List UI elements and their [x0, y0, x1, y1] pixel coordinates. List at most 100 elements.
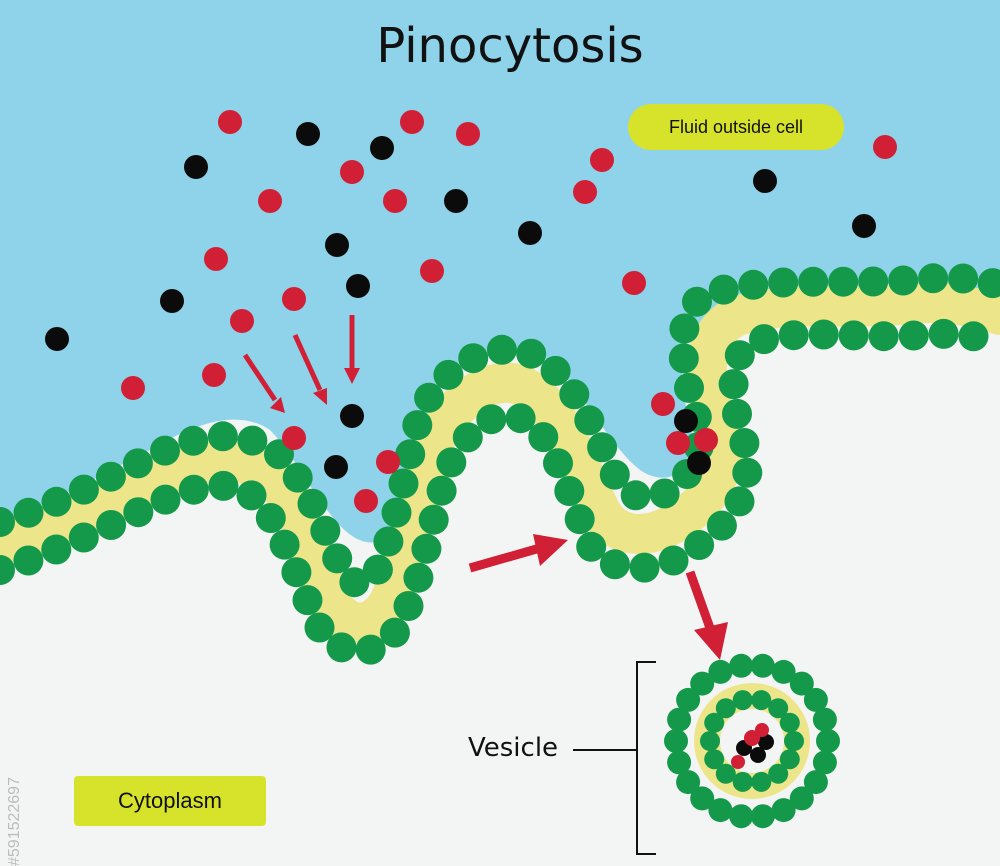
- phospholipid-head: [13, 545, 44, 576]
- cytoplasm-label: Cytoplasm: [74, 776, 266, 826]
- phospholipid-head: [458, 343, 489, 374]
- phospholipid-head: [292, 585, 323, 616]
- phospholipid-head: [732, 457, 763, 488]
- phospholipid-head: [768, 267, 799, 298]
- phospholipid-head: [269, 529, 300, 560]
- phospholipid-head: [918, 263, 949, 294]
- black-solute-dot: [687, 451, 711, 475]
- phospholipid-head: [667, 707, 692, 732]
- phospholipid-head: [669, 313, 700, 344]
- fluid-outside-cell-label: Fluid outside cell: [628, 104, 844, 150]
- phospholipid-head: [704, 712, 725, 733]
- red-solute-dot: [340, 160, 364, 184]
- phospholipid-head: [304, 612, 335, 643]
- phospholipid-head: [732, 771, 753, 792]
- vesicle: [664, 653, 840, 829]
- phospholipid-head: [486, 334, 517, 365]
- phospholipid-head: [718, 369, 749, 400]
- red-solute-dot: [420, 259, 444, 283]
- arrow-icon: [468, 534, 568, 573]
- inner-phospholipid-layer: [0, 318, 989, 665]
- phospholipid-head: [771, 659, 796, 684]
- phospholipid-head: [658, 545, 689, 576]
- phospholipid-head: [540, 355, 571, 386]
- phospholipid-head: [808, 319, 839, 350]
- phospholipid-head: [574, 405, 605, 436]
- red-solute-dot: [121, 376, 145, 400]
- black-solute-dot: [296, 122, 320, 146]
- phospholipid-head: [690, 671, 715, 696]
- phospholipid-head: [433, 359, 464, 390]
- phospholipid-head: [751, 690, 772, 711]
- phospholipid-head: [888, 265, 919, 296]
- phospholipid-head: [750, 804, 775, 829]
- phospholipid-head: [322, 543, 353, 574]
- phospholipid-head: [664, 729, 688, 753]
- red-solute-dot: [573, 180, 597, 204]
- red-solute-dot: [218, 110, 242, 134]
- phospholipid-head: [122, 448, 153, 479]
- phospholipid-head: [676, 770, 701, 795]
- phospholipid-head: [414, 382, 445, 413]
- phospholipid-head: [373, 526, 404, 557]
- red-solute-dot: [651, 392, 675, 416]
- phospholipid-head: [828, 266, 859, 297]
- phospholipid-head: [674, 372, 704, 403]
- black-solute-dot: [518, 221, 542, 245]
- phospholipid-head: [564, 504, 595, 535]
- phospholipid-head: [208, 470, 239, 501]
- membrane-core: [0, 283, 1000, 643]
- phospholipid-head: [704, 749, 725, 770]
- red-solute-dot: [694, 428, 718, 452]
- outer-phospholipid-layer: [0, 263, 1000, 598]
- phospholipid-head: [326, 632, 357, 663]
- phospholipid-head: [816, 729, 840, 753]
- red-solute-dot: [383, 189, 407, 213]
- phospholipid-head: [858, 266, 889, 297]
- phospholipid-head: [729, 428, 760, 458]
- phospholipid-head: [559, 379, 590, 410]
- black-solute-dot: [852, 214, 876, 238]
- red-solute-dot: [590, 148, 614, 172]
- watermark-text: #591522697: [6, 777, 23, 866]
- phospholipid-head: [96, 510, 127, 540]
- black-solute-dot: [184, 155, 208, 179]
- phospholipid-head: [812, 750, 837, 775]
- phospholipid-head: [729, 804, 754, 829]
- phospholipid-head: [768, 763, 789, 784]
- phospholipid-head: [395, 439, 426, 470]
- phospholipid-head: [749, 324, 779, 355]
- black-solute-dot: [753, 169, 777, 193]
- phospholipid-head: [977, 268, 1000, 299]
- phospholipid-head: [388, 468, 419, 499]
- phospholipid-head: [41, 486, 72, 517]
- phospholipid-head: [682, 286, 712, 317]
- phospholipid-head: [207, 421, 238, 452]
- phospholipid-head: [751, 771, 772, 792]
- solute-particles: [45, 110, 897, 513]
- phospholipid-head: [838, 320, 869, 351]
- phospholipid-head: [418, 504, 449, 535]
- phospholipid-head: [123, 497, 154, 528]
- bracket-icon: [573, 661, 656, 855]
- phospholipid-head: [95, 461, 126, 492]
- vesicle-label: Vesicle: [468, 733, 559, 763]
- black-solute-dot: [340, 404, 364, 428]
- phospholipid-head: [393, 591, 424, 621]
- phospholipid-head: [676, 687, 701, 712]
- phospholipid-head: [355, 634, 386, 665]
- vesicle-phospholipids: [664, 653, 840, 829]
- phospholipid-head: [722, 398, 752, 429]
- phospholipid-head: [700, 731, 720, 751]
- phospholipid-head: [150, 484, 181, 515]
- phospholipid-head: [426, 475, 457, 506]
- phospholipid-head: [255, 503, 286, 533]
- red-solute-dot: [400, 110, 424, 134]
- phospholipid-head: [779, 712, 800, 733]
- red-solute-dot: [230, 309, 254, 333]
- phospholipid-head: [715, 763, 736, 784]
- diagram-title: Pinocytosis: [376, 18, 644, 74]
- phospholipid-head: [784, 731, 804, 751]
- phospholipid-head: [732, 690, 753, 711]
